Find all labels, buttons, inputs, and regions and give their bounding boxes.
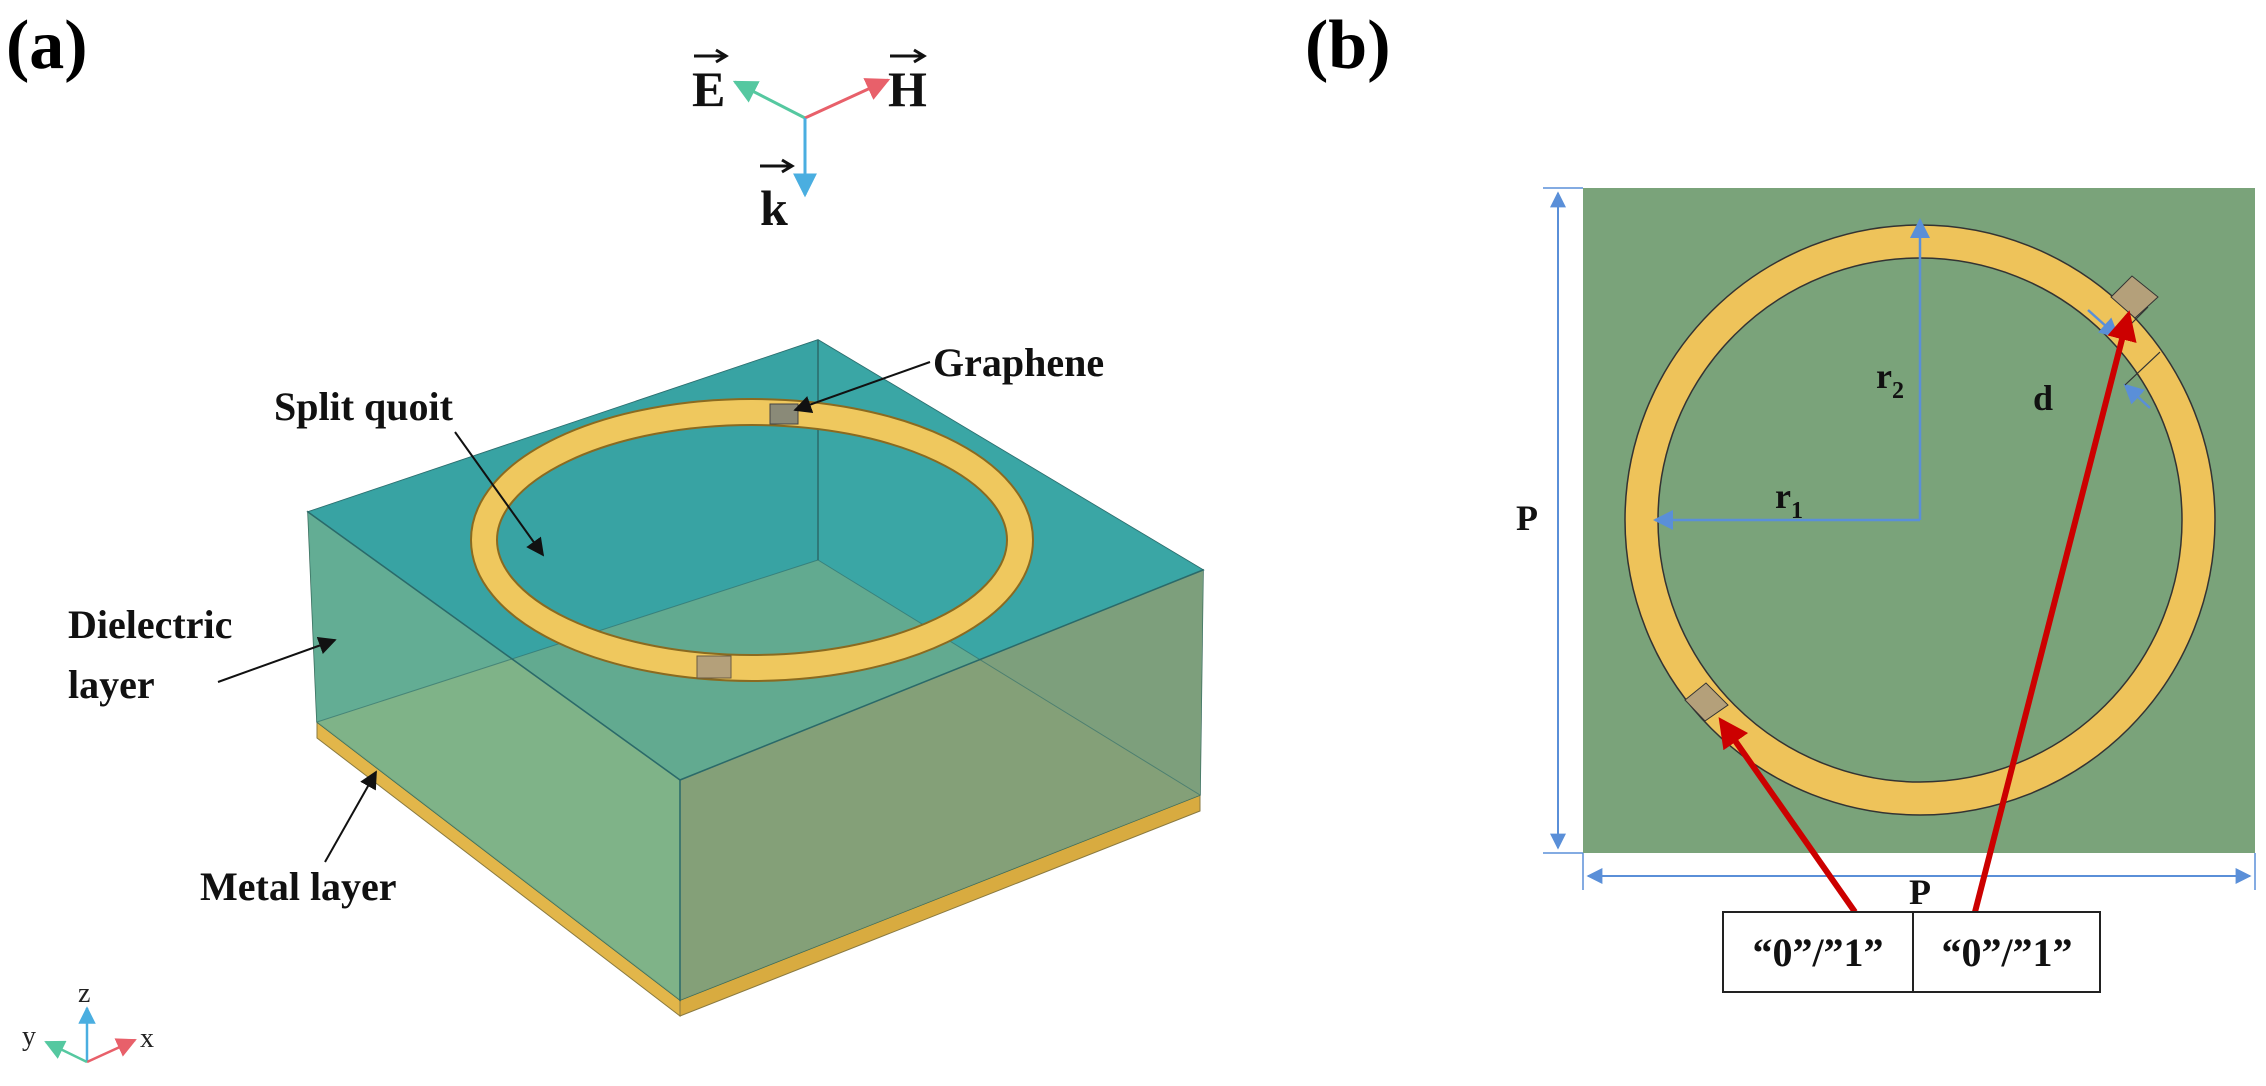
h-vector-arrow (804, 78, 891, 120)
front-edge-left (307, 511, 681, 781)
dielectric-left-face-overlay (308, 512, 680, 1000)
dielectric-pointer (217, 637, 337, 683)
hidden-edge-3 (817, 559, 1201, 796)
metal-layer-label: Metal layer (200, 864, 397, 909)
graphene-gap-bottom-left (1684, 682, 1729, 722)
h-vector-label: H (888, 61, 927, 117)
metal-layer-pointer (324, 770, 377, 863)
z-axis-label: z (78, 978, 90, 1009)
e-vector-arrow (732, 80, 806, 120)
k-overarrow-icon (760, 158, 795, 174)
left-state-arrow (1718, 717, 1858, 914)
polarization-triad: E H k (692, 48, 927, 236)
coordinate-axes: z x y (22, 978, 154, 1064)
dielectric-label-line2: layer (68, 662, 155, 707)
r2-label: r2 (1876, 356, 1904, 404)
panel-b: (b) r2 r1 d P P (1305, 7, 2256, 993)
y-axis-label: y (22, 1021, 36, 1052)
graphene-label: Graphene (933, 340, 1104, 385)
graphene-patch-bottom (696, 655, 732, 679)
d-dimension-arrow-2 (2123, 383, 2151, 409)
panel-b-label: (b) (1305, 7, 1391, 84)
unit-cell-3d (306, 339, 1205, 1018)
d-extension-2 (2124, 351, 2161, 386)
split-quoit-label: Split quoit (274, 384, 454, 429)
state-coding-box (1722, 911, 2101, 993)
dielectric-label-line1: Dielectric (68, 602, 232, 647)
p-horizontal-label: P (1909, 872, 1931, 912)
r1-label: r1 (1775, 476, 1803, 524)
split-quoit-pointer (454, 431, 545, 557)
front-edge-right (679, 569, 1204, 781)
k-vector-label: k (760, 180, 788, 236)
split-quoit-ring (472, 400, 1032, 680)
x-axis-label: x (140, 1023, 154, 1054)
p-vertical-label: P (1516, 498, 1538, 538)
d-label: d (2033, 378, 2053, 418)
graphene-patch-top (769, 403, 799, 425)
e-vector-label: E (692, 61, 725, 117)
panel-a: (a) E H k (6, 7, 1205, 1064)
x-axis-arrow (86, 1038, 137, 1064)
right-state-label: “0”/”1” (1941, 930, 2072, 975)
graphene-pointer (793, 361, 931, 414)
dielectric-right-face-overlay (680, 570, 1203, 1000)
left-state-label: “0”/”1” (1752, 930, 1883, 975)
h-overarrow-icon (890, 48, 927, 64)
panel-a-label: (a) (6, 7, 88, 84)
y-axis-arrow (44, 1040, 88, 1064)
right-state-arrow (1972, 310, 2137, 913)
e-overarrow-icon (694, 48, 729, 64)
